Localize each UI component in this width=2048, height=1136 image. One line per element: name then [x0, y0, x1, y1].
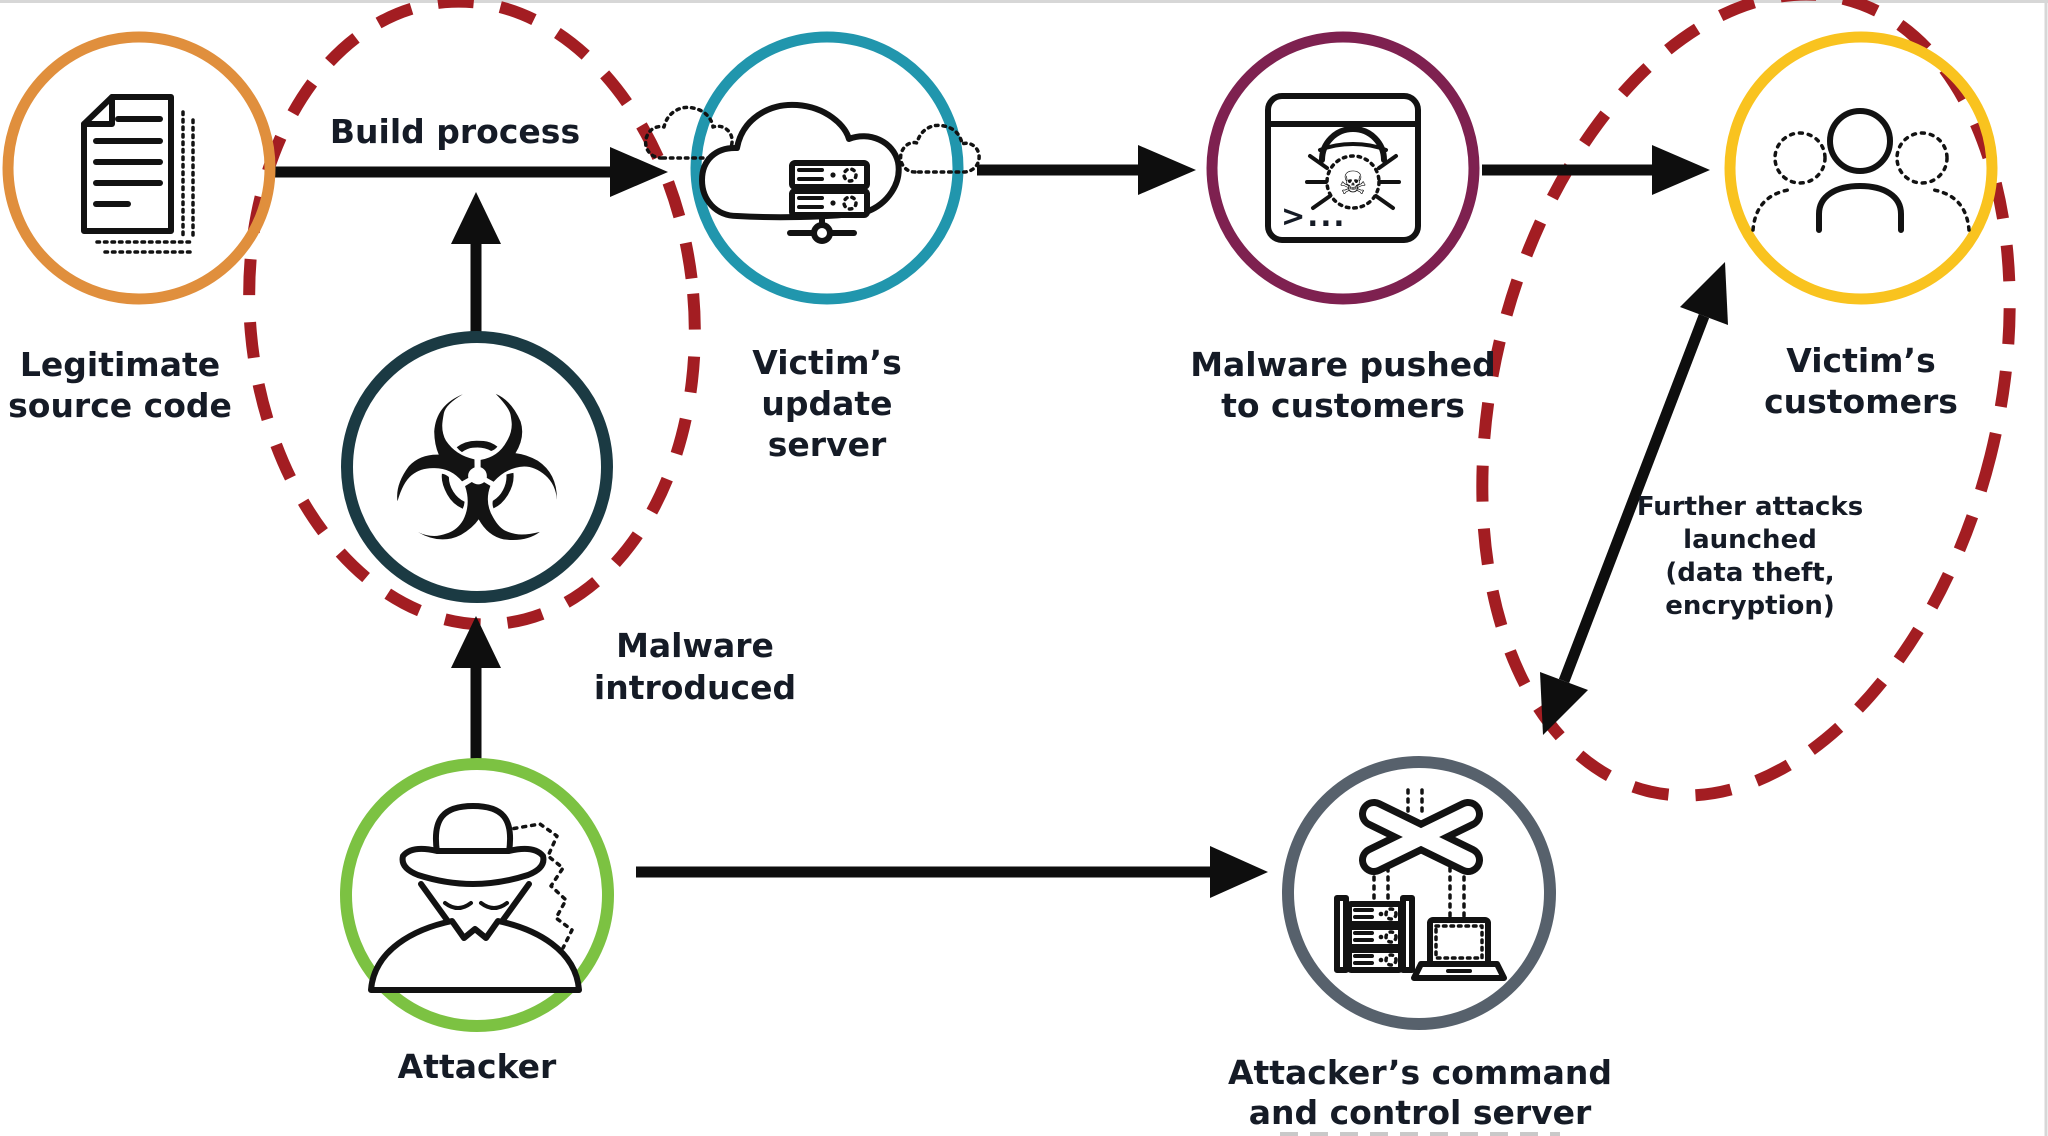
malware-ring — [341, 331, 613, 603]
update-server-label-line3: server — [768, 425, 887, 464]
source-code-label-line1: Legitimate — [20, 345, 220, 384]
arrow-further-attacks-double — [1540, 262, 1728, 735]
node-malware-pushed: ☠ >... — [1206, 31, 1480, 305]
arrow-attacker-to-biohazard — [451, 616, 501, 760]
cnc-ring — [1282, 756, 1556, 1030]
further-attacks-line2: launched — [1683, 525, 1817, 555]
node-cnc-server — [1282, 756, 1556, 1030]
customers-label-line1: Victim’s — [1786, 341, 1935, 380]
attacker-label: Attacker — [398, 1047, 557, 1086]
arrow-biohazard-to-build — [451, 192, 501, 336]
node-customers — [1724, 31, 1998, 305]
compromise-zone-build-ellipse — [243, 0, 701, 631]
compromise-zone-customers-ellipse — [1476, 0, 2016, 802]
malware-introduced-label-line1: Malware — [616, 626, 774, 665]
network-cross-icon — [1359, 788, 1483, 920]
node-malware: ☣ — [341, 331, 613, 603]
malware-introduced-label-line2: introduced — [594, 668, 796, 707]
node-update-server — [643, 31, 981, 305]
further-attacks-line4: encryption) — [1665, 591, 1835, 621]
attacker-ring — [340, 758, 614, 1032]
cnc-label-line2: and control server — [1249, 1093, 1592, 1132]
malware-pushed-label-line2: to customers — [1221, 386, 1465, 425]
source-code-ring — [2, 31, 276, 305]
update-server-label-line2: update — [761, 384, 892, 423]
node-source-code — [2, 31, 276, 305]
skull-icon: ☠ — [1339, 164, 1368, 202]
customers-ring — [1724, 31, 1998, 305]
source-code-label-line2: source code — [8, 386, 232, 425]
customers-label-line2: customers — [1764, 382, 1958, 421]
update-server-ring — [690, 31, 964, 305]
biohazard-icon: ☣ — [387, 355, 566, 588]
malware-pushed-label-line1: Malware pushed — [1190, 345, 1496, 384]
further-attacks-line1: Further attacks — [1637, 492, 1863, 522]
malware-pushed-ring — [1206, 31, 1480, 305]
cnc-label-line1: Attacker’s command — [1228, 1053, 1612, 1092]
document-icon — [81, 94, 195, 254]
arrow-update-to-pushed — [977, 145, 1196, 195]
terminal-bug-icon: ☠ >... — [1265, 93, 1421, 243]
arrow-attacker-to-cnc — [636, 846, 1268, 898]
arrow-source-to-update-server — [266, 147, 668, 197]
cloud-server-icon — [643, 101, 981, 244]
further-attacks-line3: (data theft, — [1665, 558, 1834, 588]
server-rack-icon — [1334, 895, 1415, 973]
laptop-icon — [1411, 917, 1507, 981]
arrow-pushed-to-customers — [1482, 145, 1710, 195]
build-process-label: Build process — [330, 112, 580, 151]
spy-icon — [368, 803, 582, 993]
update-server-label-line1: Victim’s — [752, 343, 901, 382]
people-icon — [1751, 108, 1971, 233]
terminal-prompt-text: >... — [1281, 199, 1346, 233]
node-attacker — [340, 758, 614, 1032]
